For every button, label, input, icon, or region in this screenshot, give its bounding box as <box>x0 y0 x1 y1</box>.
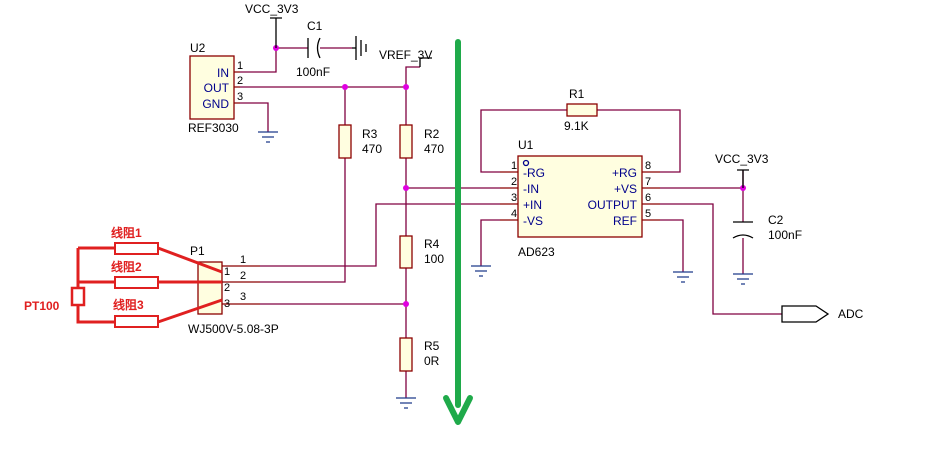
c2-designator: C2 <box>768 213 784 227</box>
ground-icon <box>673 271 693 283</box>
capacitor-c2[interactable]: C2 100nF <box>732 213 802 242</box>
u1-pin3-number: 3 <box>511 192 517 204</box>
capacitor-c1[interactable]: C1 100nF <box>296 19 330 79</box>
p1-inner-pin3: 3 <box>224 298 230 310</box>
ground-icon <box>733 273 753 285</box>
lead-resistance-2-label: 线阻2 <box>111 259 142 274</box>
connector-p1[interactable]: P1 WJ500V-5.08-3P 1 2 3 1 2 3 <box>188 244 279 336</box>
u1-pin1-number: 1 <box>511 160 517 172</box>
pt100-label: PT100 <box>24 299 60 313</box>
r1-value: 9.1K <box>564 119 589 133</box>
u2-pin3-name: GND <box>202 97 229 111</box>
p1-inner-pin1: 1 <box>224 266 230 278</box>
u2-pin1-name: IN <box>217 66 229 80</box>
wires <box>240 47 782 398</box>
junctions <box>273 45 746 307</box>
r5-value: 0R <box>424 354 440 368</box>
u2-part-number: REF3030 <box>188 121 239 135</box>
adc-port[interactable]: ADC <box>781 305 864 323</box>
adc-port-label: ADC <box>838 307 864 321</box>
u1-pin7-name: +VS <box>614 182 637 196</box>
r1-designator: R1 <box>569 87 585 101</box>
u2-designator: U2 <box>190 41 206 55</box>
r3-designator: R3 <box>362 127 378 141</box>
r3-value: 470 <box>362 142 382 156</box>
p1-designator: P1 <box>190 244 205 258</box>
p1-part-number: WJ500V-5.08-3P <box>188 322 279 336</box>
u1-pin5-name: REF <box>613 214 637 228</box>
u1-pin4-name: -VS <box>523 214 543 228</box>
p1-inner-pin2: 2 <box>224 282 230 294</box>
u2-pin3-number: 3 <box>237 91 243 103</box>
u1-pin6-number: 6 <box>645 192 651 204</box>
u1-pin3-name: +IN <box>523 198 542 212</box>
p1-pin2-number: 2 <box>240 270 246 282</box>
u1-pin7-number: 7 <box>645 176 651 188</box>
resistor-r5[interactable]: R5 0R <box>399 337 440 372</box>
resistor-r2[interactable]: R2 470 <box>399 124 444 159</box>
u1-ad623[interactable]: U1 AD623 -RG -IN +IN -VS 1 2 3 4 +RG +VS… <box>500 138 660 259</box>
ground-icon <box>471 265 491 277</box>
lead-resistance-3-label: 线阻3 <box>113 297 144 312</box>
u2-pin2-name: OUT <box>204 81 230 95</box>
net-label-vcc-top: VCC_3V3 <box>245 2 299 16</box>
junction-dot <box>403 301 409 307</box>
r2-value: 470 <box>424 142 444 156</box>
u1-pin4-number: 4 <box>511 208 517 220</box>
u2-ref3030[interactable]: U2 REF3030 IN OUT GND 1 2 3 <box>188 41 243 135</box>
c1-value: 100nF <box>296 65 330 79</box>
current-flow-arrow-icon <box>443 39 473 425</box>
lead-resistance-1-label: 线阻1 <box>111 225 142 240</box>
earth-ground-icon <box>352 36 367 60</box>
u1-designator: U1 <box>518 138 534 152</box>
u2-pin1-number: 1 <box>237 60 243 72</box>
power-symbol-vcc-right: VCC_3V3 <box>715 152 769 188</box>
u1-part-number: AD623 <box>518 245 555 259</box>
pin1-marker-icon <box>522 159 530 167</box>
resistor-r1[interactable]: R1 9.1K <box>564 87 598 133</box>
u1-pin6-name: OUTPUT <box>588 198 638 212</box>
r2-designator: R2 <box>424 127 440 141</box>
u2-pin2-number: 2 <box>237 75 243 87</box>
c1-designator: C1 <box>307 19 323 33</box>
power-symbol-vcc-top: VCC_3V3 <box>245 2 299 48</box>
junction-dot <box>403 84 409 90</box>
junction-dot <box>342 84 348 90</box>
p1-pin1-number: 1 <box>240 254 246 266</box>
resistor-r3[interactable]: R3 470 <box>338 124 382 159</box>
junction-dot <box>403 185 409 191</box>
u1-pin1-name: -RG <box>523 166 545 180</box>
ground-icon <box>396 397 416 409</box>
net-label-vcc-right: VCC_3V3 <box>715 152 769 166</box>
p1-pin3-number: 3 <box>240 291 246 303</box>
ground-icon <box>258 131 278 143</box>
u1-pin8-number: 8 <box>645 160 651 172</box>
r4-designator: R4 <box>424 237 440 251</box>
r5-designator: R5 <box>424 339 440 353</box>
c2-value: 100nF <box>768 228 802 242</box>
r4-value: 100 <box>424 252 444 266</box>
u1-pin5-number: 5 <box>645 208 651 220</box>
u1-pin2-name: -IN <box>523 182 539 196</box>
net-label-vref: VREF_3V <box>379 48 432 62</box>
power-symbol-vref: VREF_3V <box>379 48 432 67</box>
resistor-r4[interactable]: R4 100 <box>399 235 444 269</box>
u1-pin2-number: 2 <box>511 176 517 188</box>
u1-pin8-name: +RG <box>612 166 637 180</box>
pt100-sensor-annotation: 线阻1 线阻2 线阻3 PT100 <box>24 225 223 328</box>
